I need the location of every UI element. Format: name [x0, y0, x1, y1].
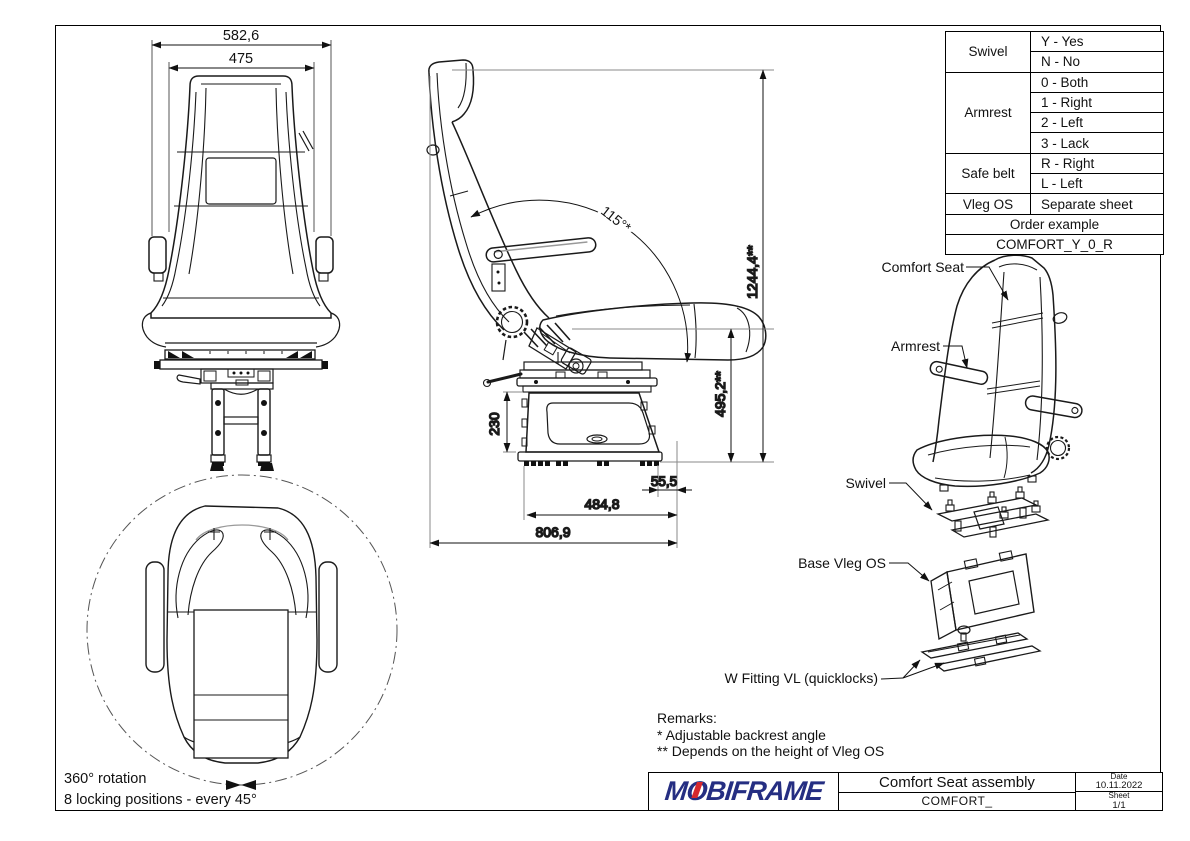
logo-part-3: BIFRAME	[704, 776, 824, 806]
date-value: 10.11.2022	[1095, 780, 1143, 792]
dim-width-outer: 582,6	[223, 28, 259, 44]
option-group-swivel: Swivel	[945, 31, 1031, 73]
option-value: 1 - Right	[1030, 91, 1164, 114]
dim-base-length: 484,8	[584, 496, 619, 512]
rotation-view	[86, 463, 398, 790]
sheet-value: 1/1	[1112, 799, 1126, 811]
remarks-note-2: ** Depends on the height of Vleg OS	[657, 743, 885, 759]
logo-part-1: M	[663, 776, 688, 806]
drawing-code: COMFORT_	[921, 794, 993, 809]
rotation-caption-line2: 8 locking positions - every 45°	[64, 792, 257, 808]
label-w-fitting: W Fitting VL (quicklocks)	[724, 670, 878, 686]
option-value: N - No	[1030, 51, 1164, 73]
front-view: 582,6 475	[141, 28, 341, 466]
date-label: Date	[1110, 772, 1128, 781]
rotation-caption: 360° rotation 8 locking positions - ever…	[64, 769, 257, 811]
option-group-armrest: Armrest	[945, 71, 1031, 154]
option-value: L - Left	[1030, 173, 1164, 195]
option-value: 3 - Lack	[1030, 132, 1164, 154]
side-view: 115°* 1244,4** 495,2** 230 55,5 484,8 80…	[426, 59, 774, 548]
rotation-caption-line1: 360° rotation	[64, 771, 147, 787]
order-options-table: Swivel Y - Yes N - No Armrest 0 - Both 1…	[945, 30, 1164, 256]
sheet-label: Sheet	[1108, 791, 1130, 801]
remarks-title: Remarks:	[657, 710, 717, 726]
logo-o-mark-icon: O	[684, 776, 708, 806]
dim-offset: 55,5	[651, 474, 677, 489]
option-value: Y - Yes	[1030, 30, 1164, 53]
exploded-view: Comfort Seat Armrest Swivel Base Vleg OS…	[724, 254, 1083, 686]
mobiframe-logo: MOBIFRAME	[649, 773, 839, 810]
option-group-vleg-os: Vleg OS	[945, 193, 1031, 215]
dim-backrest-angle: 115°*	[598, 202, 635, 235]
option-group-safe-belt: Safe belt	[945, 152, 1031, 195]
option-value: 0 - Both	[1030, 71, 1164, 93]
option-value: 2 - Left	[1030, 112, 1164, 134]
order-example-code: COMFORT_Y_0_R	[945, 233, 1164, 256]
label-armrest: Armrest	[891, 338, 940, 354]
dim-seat-height: 495,2**	[712, 370, 728, 416]
order-example-label: Order example	[945, 213, 1164, 235]
rotation-bowtie-icon	[226, 780, 241, 790]
title-block: MOBIFRAME Comfort Seat assembly COMFORT_…	[648, 772, 1163, 811]
label-swivel: Swivel	[846, 475, 886, 491]
dim-total-length: 806,9	[535, 524, 570, 540]
option-value: Separate sheet	[1030, 193, 1164, 215]
remarks-note-1: * Adjustable backrest angle	[657, 726, 826, 743]
remarks-block: Remarks: * Adjustable backrest angle ** …	[657, 710, 884, 760]
label-base-vleg-os: Base Vleg OS	[798, 555, 886, 571]
drawing-border	[55, 25, 1161, 811]
dim-total-height: 1244,4**	[744, 245, 760, 299]
drawing-title: Comfort Seat assembly	[839, 773, 1075, 793]
label-comfort-seat: Comfort Seat	[882, 259, 965, 275]
dim-width-inner: 475	[229, 51, 253, 67]
dim-base-height: 230	[486, 412, 502, 436]
option-value: R - Right	[1030, 152, 1164, 175]
